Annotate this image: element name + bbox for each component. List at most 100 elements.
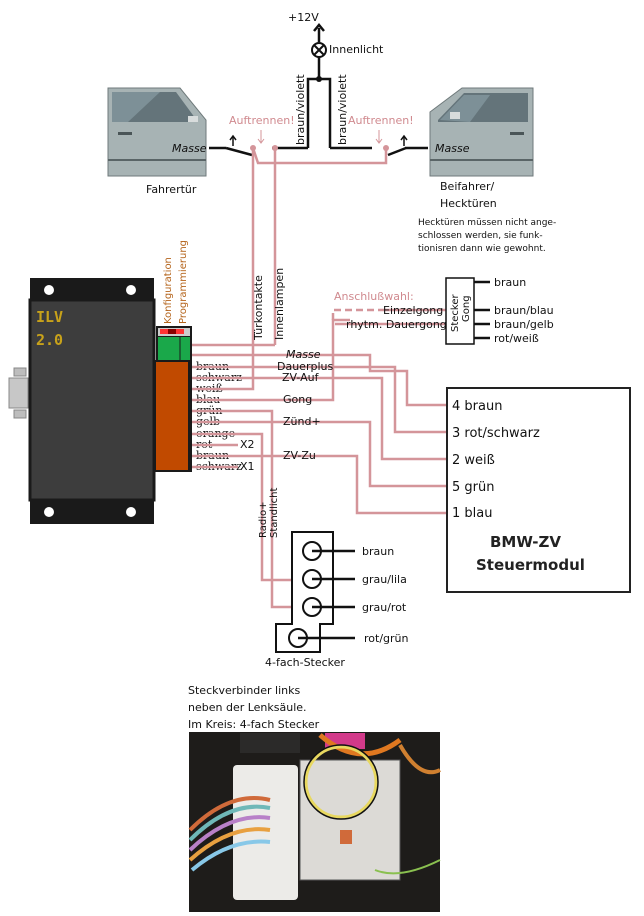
signal-zuend: Zünd+ [283,415,321,428]
gong-wire-label: rot/weiß [494,332,539,345]
gong-wire-label: braun/blau [494,304,554,317]
photo-caption-3: Im Kreis: 4-fach Stecker [188,718,320,731]
power-section: +12V Innenlicht braun/violett braun/viol… [272,11,384,150]
door-image-passenger [429,87,534,177]
passenger-door-label-1: Beifahrer/ [440,180,495,193]
wire-orange-radio [192,432,315,582]
wire-zv-auf [192,376,447,461]
ilv-module: ILV 2.0 Konfiguration Programmierung [8,240,192,524]
four-pin-connector: Radio+ Standlicht braun grau/lila grau/r… [258,488,409,669]
photo-caption-1: Steckverbinder links [188,684,301,697]
supply-label: +12V [288,11,319,24]
single-gong-label: Einzelgong [383,304,443,317]
lamp-icon [311,42,327,58]
gong-wire-label: braun [494,276,526,289]
pin-wire-label: rot/grün [364,632,409,645]
wire-zv-zu [192,454,447,515]
bmw-module-title-1: BMW-ZV [490,533,561,551]
module-body [28,298,156,502]
gong-connector [445,277,475,345]
radio-label: Radio+ [258,502,269,538]
prog-label: Programmierung [178,240,189,324]
lamp-label: Innenlicht [329,43,384,56]
wire-zuend [192,420,447,488]
wire-masse-to-bmw [400,369,447,407]
wire-label-left: braun/violett [294,74,307,145]
connector-body [275,531,334,653]
interior-lamps-label: Innenlampen [273,268,286,340]
gong-wire-label: braun/gelb [494,318,554,331]
mount-hole [126,285,136,295]
signal-zv-auf: ZV-Auf [282,371,320,384]
signal-dauerplus: Dauerplus [277,360,333,373]
x1-label: X1 [240,460,255,473]
gong-section: Anschlußwahl: Einzelgong rhytm. Dauergon… [331,276,554,345]
photo-section: Steckverbinder links neben der Lenksäule… [188,684,441,912]
gong-connector-label-1: Stecker [450,293,461,332]
door-contacts-label: Türkontakte [252,275,265,341]
module-name-2: 2.0 [36,331,63,349]
bmw-pin: 5 grün [452,480,494,495]
bmw-module-box [446,387,631,593]
driver-door-label: Fahrertür [146,183,197,196]
door-contact-bridge [251,147,388,165]
mount-top [30,278,154,300]
rear-door-note-2: schlossen werden, sie funk- [418,231,543,241]
signal-labels: Masse Dauerplus ZV-Auf Gong Zünd+ ZV-Zu [277,348,333,462]
signal-gong: Gong [283,393,312,406]
passenger-door-label-2: Hecktüren [440,197,497,210]
wire-dauerplus [192,365,447,434]
signal-masse: Masse [286,348,321,361]
prog-connector-green [158,337,190,360]
cut-arrow-head [375,138,383,144]
passenger-cut-label: Auftrennen! [348,114,414,127]
ilv-wires [192,318,447,609]
driver-door-switch-icon [225,134,253,157]
pin-wire-label: braun [362,545,394,558]
gong-connector-label-2: Gong [461,295,472,322]
highlight-circle-icon [304,745,378,819]
passenger-door-switch-icon [387,134,408,157]
bmw-pin: 2 weiß [452,453,495,468]
four-pin-label: 4-fach-Stecker [265,656,345,669]
mount-hole [44,285,54,295]
door-image-driver [107,87,207,177]
pin-connector [156,362,188,470]
led-red [160,329,168,334]
led-red [176,329,184,334]
mount-hole [44,507,54,517]
pin-wire-label: grau/lila [362,573,407,586]
bmw-zv-module: 4 braun 3 rot/schwarz 2 weiß 5 grün 1 bl… [446,387,631,593]
wire-gong [192,318,350,402]
rear-door-note-3: tionisren dann wie gewohnt. [418,244,546,254]
serial-port-icon [8,367,29,419]
signal-zv-zu: ZV-Zu [283,449,316,462]
single-gong-option [331,308,382,320]
passenger-ground-label: Masse [435,142,470,155]
led-dark [168,329,176,334]
lamp-bus [306,77,332,148]
standlicht-label: Standlicht [269,488,280,538]
module-name-1: ILV [36,308,63,326]
config-label: Konfiguration [163,257,174,324]
wire-weiss [192,362,255,391]
bmw-pin: 1 blau [452,506,492,521]
driver-door: Masse Fahrertür Auftrennen! [107,87,295,196]
cut-arrow-head [257,138,265,144]
bmw-pin: 3 rot/schwarz [452,426,540,441]
gong-selection-label: Anschlußwahl: [334,290,414,303]
mount-hole [126,507,136,517]
rhythm-gong-label: rhytm. Dauergong [346,318,447,331]
supply-arrow-icon [313,23,325,32]
bmw-module-title-2: Steuermodul [476,556,585,574]
x2-label: X2 [240,438,255,451]
passenger-door: Masse Beifahrer/ Hecktüren Hecktüren müs… [348,87,556,254]
pin-wire-label: grau/rot [362,601,407,614]
connector-photo [188,732,441,912]
bmw-pin: 4 braun [452,399,502,414]
photo-caption-2: neben der Lenksäule. [188,701,307,714]
driver-ground-label: Masse [172,142,207,155]
driver-cut-label: Auftrennen! [229,114,295,127]
wire-label-right: braun/violett [336,74,349,145]
